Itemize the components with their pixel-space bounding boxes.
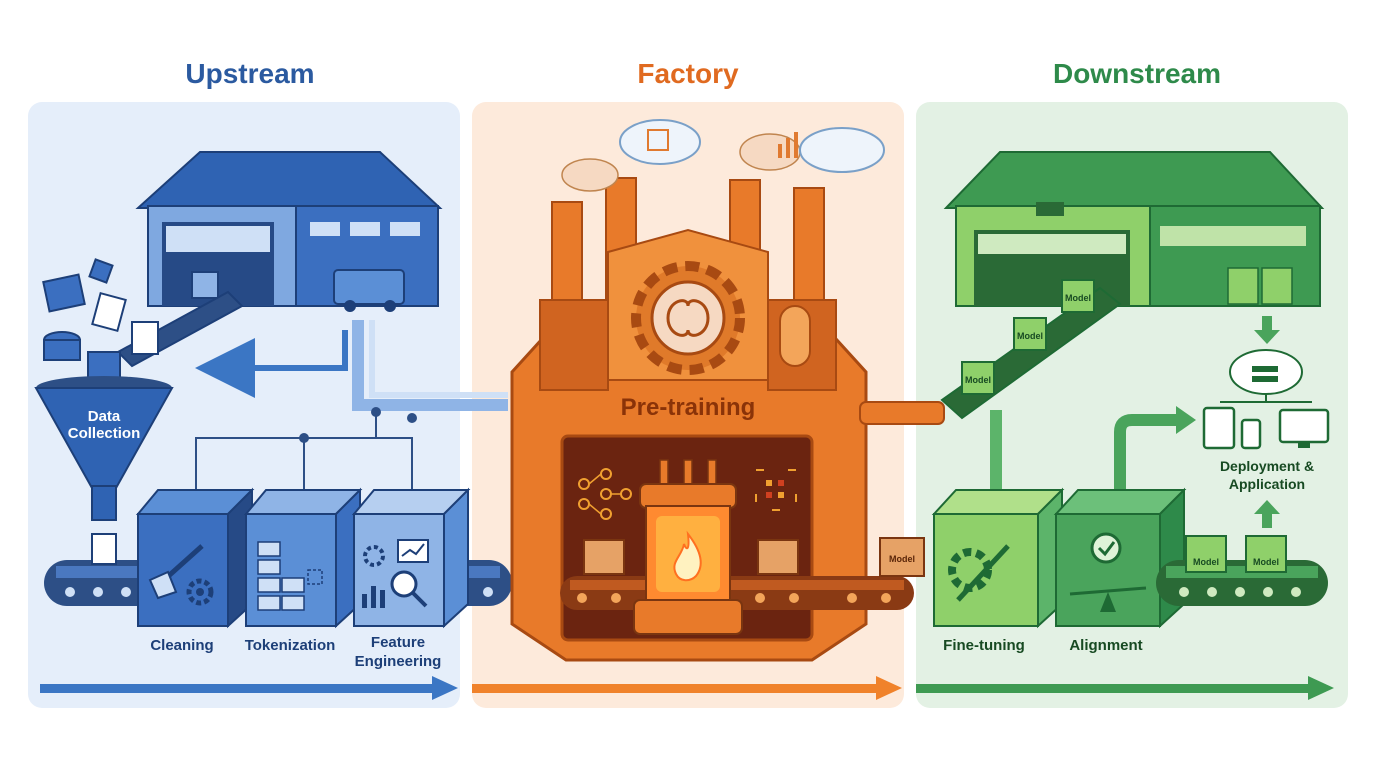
brush-icon (148, 544, 204, 600)
cloud-server-icon (1220, 349, 1312, 403)
funnel-icon (34, 376, 174, 521)
pre-training-label: Pre-training (621, 394, 756, 421)
monitor-icon (1202, 406, 1330, 450)
fine-tuning-label: Fine-tuning (943, 637, 1025, 654)
data-collection-label-line1: Data (88, 408, 121, 425)
factory-input-box (583, 539, 799, 575)
fine-tuning-station (931, 487, 1065, 629)
cleaning-station (135, 487, 255, 629)
downstream-conveyor: Model Model (1156, 535, 1328, 606)
downstream-flow-arrow (916, 676, 1334, 700)
matrix-icon (755, 469, 797, 511)
data-files-icon (42, 258, 159, 383)
tokenization-station (243, 487, 363, 629)
model-output-box: Model (879, 537, 925, 577)
downstream-model-box-label-5: Model (1253, 557, 1279, 567)
factory-flow-arrow (472, 676, 902, 700)
feature-engineering-station (351, 487, 471, 629)
upstream-pipes (195, 320, 508, 492)
deployment-label-line1: Deployment & (1220, 458, 1314, 474)
downstream-warehouse (943, 151, 1325, 307)
alignment-label: Alignment (1069, 637, 1142, 654)
flame-icon (673, 530, 702, 582)
downstream-title: Downstream (1053, 58, 1221, 89)
deployment-label-line2: Application (1229, 476, 1305, 492)
checkmark-icon (1090, 532, 1122, 564)
deployment-arrows (1254, 316, 1280, 528)
alignment-station (1053, 487, 1187, 629)
data-collection-label-line2: Collection (68, 425, 141, 442)
downstream-connector-pipe (990, 406, 1196, 496)
upstream-title: Upstream (185, 58, 314, 89)
feature-engineering-label-line2: Engineering (355, 653, 442, 670)
downstream-model-box-label-4: Model (1193, 557, 1219, 567)
factory-model-box-label: Model (889, 554, 915, 564)
magnifier-icon (390, 570, 428, 608)
tokenization-label: Tokenization (245, 637, 336, 654)
cloud-icon (561, 119, 885, 192)
downstream-model-box-label-2: Model (1017, 331, 1043, 341)
neural-net-icon (578, 468, 632, 520)
brain-icon (631, 261, 745, 375)
upstream-warehouse (135, 151, 443, 312)
cleaning-label: Cleaning (150, 637, 213, 654)
factory-title: Factory (637, 58, 739, 89)
feature-engineering-label-line1: Feature (371, 634, 425, 651)
gear-icon (186, 578, 214, 606)
downstream-model-box-label-1: Model (965, 375, 991, 385)
downstream-model-box-label-3: Model (1065, 293, 1091, 303)
downstream-incline-conveyor: Model Model Model (940, 279, 1122, 420)
factory-pipe (859, 401, 945, 425)
upstream-flow-arrow (40, 676, 458, 700)
